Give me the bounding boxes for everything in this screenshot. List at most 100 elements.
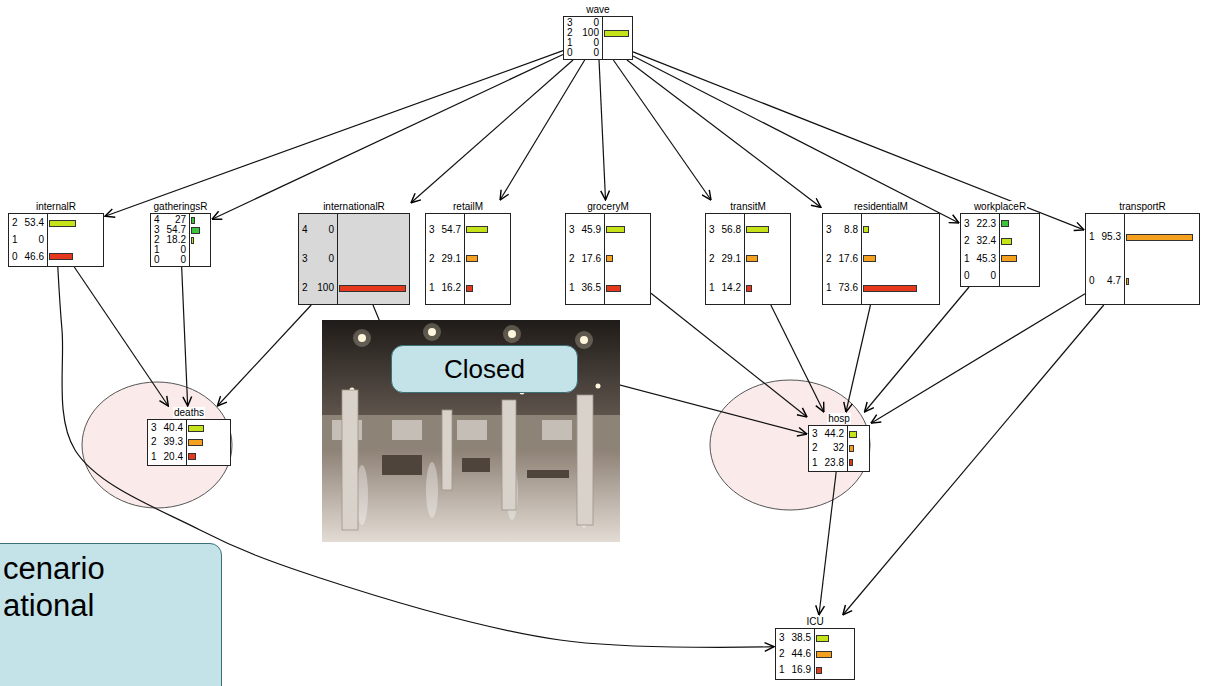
bar-track: [606, 255, 647, 262]
state-label: 1: [809, 458, 822, 468]
state-label: 2: [9, 218, 22, 228]
state-row: 40: [299, 225, 409, 235]
node-title: internationalR: [322, 201, 386, 212]
state-label: 3: [566, 225, 579, 235]
bar-track: [816, 667, 851, 674]
state-label: 2: [299, 283, 312, 293]
state-label: 2: [706, 254, 719, 264]
probability-value: 53.4: [22, 218, 47, 228]
probability-table: 40302100: [298, 213, 410, 305]
state-label: 0: [961, 271, 974, 281]
probability-value: 54.7: [439, 225, 464, 235]
state-row: 10: [9, 235, 103, 245]
bar-track: [191, 227, 207, 234]
state-row: 229.1: [706, 254, 790, 264]
ceiling-lights: [350, 323, 601, 395]
bayes-node: deaths340.4239.3120.4: [147, 407, 231, 466]
dependency-arrow: [613, 60, 711, 200]
probability-bar: [466, 285, 473, 292]
state-row: 30: [564, 18, 632, 28]
bar-track: [466, 226, 507, 233]
bar-track: [863, 226, 936, 233]
probability-table: 338.5244.6116.9: [775, 628, 855, 680]
probability-value: 54.7: [164, 225, 189, 235]
probability-bar: [49, 220, 76, 227]
state-label: 2: [426, 254, 439, 264]
node-title: transitM: [729, 201, 767, 212]
bar-track: [863, 255, 936, 262]
bayes-node: gatheringsR427354.7218.21000: [150, 201, 211, 267]
highlight-oval: [82, 382, 232, 508]
bar-track: [191, 217, 207, 224]
state-label: 3: [823, 225, 836, 235]
bayes-node: retailM354.7229.1116.2: [425, 201, 511, 305]
probability-bar: [816, 635, 829, 642]
probability-table: 354.7229.1116.2: [425, 213, 511, 305]
state-row: 244.6: [776, 649, 854, 659]
state-row: 120.4: [148, 452, 230, 462]
probability-value: 0: [577, 38, 602, 48]
probability-value: 27: [164, 215, 189, 225]
probability-table: 356.8229.1114.2: [705, 213, 791, 305]
state-label: 1: [148, 452, 161, 462]
probability-table: 195.304.7: [1085, 213, 1200, 305]
dependency-arrow: [633, 52, 1084, 230]
probability-bar: [1126, 278, 1129, 285]
state-row: 123.8: [809, 458, 869, 468]
probability-table: 340.4239.3120.4: [147, 419, 231, 466]
probability-bar: [1001, 220, 1009, 227]
bayes-node: internalR253.410046.6: [8, 201, 104, 267]
probability-value: 0: [164, 245, 189, 255]
node-title: ICU: [805, 616, 824, 627]
probability-value: 46.6: [22, 252, 47, 262]
bar-track: [816, 635, 851, 642]
probability-value: 0: [974, 271, 999, 281]
bayes-node: transportR195.304.7: [1085, 201, 1200, 305]
dependency-arrow: [843, 305, 1104, 615]
table-divider: [744, 214, 745, 304]
state-label: 2: [566, 254, 579, 264]
state-label: 0: [9, 252, 22, 262]
probability-table: 253.4 10 046.6: [8, 213, 104, 267]
state-row: 00: [151, 255, 210, 265]
probability-bar: [1001, 238, 1012, 245]
bayes-node: transitM356.8229.1114.2: [705, 201, 791, 305]
probability-bar: [604, 30, 629, 37]
probability-bar: [606, 255, 613, 262]
state-row: 345.9: [566, 225, 650, 235]
bar-track: [191, 247, 207, 254]
probability-value: 100: [577, 28, 602, 38]
probability-value: 16.2: [439, 283, 464, 293]
state-label: 2: [961, 236, 974, 246]
bar-track: [339, 285, 406, 292]
probability-value: 40.4: [161, 423, 186, 433]
state-row: 38.8: [823, 225, 939, 235]
probability-table: 427354.7218.21000: [150, 213, 211, 267]
probability-value: 0: [577, 18, 602, 28]
probability-bar: [849, 431, 857, 438]
state-label: 1: [566, 283, 579, 293]
table-divider: [464, 214, 465, 304]
bar-track: [1001, 255, 1036, 262]
state-row: 239.3: [148, 437, 230, 447]
state-label: 2: [148, 437, 161, 447]
bar-track: [746, 255, 787, 262]
state-row: 338.5: [776, 633, 854, 643]
dependency-arrow: [819, 472, 836, 615]
probability-bar: [466, 255, 478, 262]
state-row: 253.4: [9, 218, 103, 228]
probability-value: 0: [312, 254, 337, 264]
dependency-arrow: [599, 60, 606, 200]
dependency-arrow: [212, 54, 563, 219]
bayes-node: internationalR40302100: [298, 201, 410, 305]
callout-box: cenario ational: [0, 543, 222, 686]
probability-bar: [1001, 255, 1017, 262]
state-row: 354.7: [151, 225, 210, 235]
state-label: 1: [426, 283, 439, 293]
probability-bar: [188, 453, 196, 460]
state-label: 1: [706, 283, 719, 293]
bar-track: [849, 445, 866, 452]
bar-track: [863, 285, 936, 292]
state-row: 344.2: [809, 429, 869, 439]
